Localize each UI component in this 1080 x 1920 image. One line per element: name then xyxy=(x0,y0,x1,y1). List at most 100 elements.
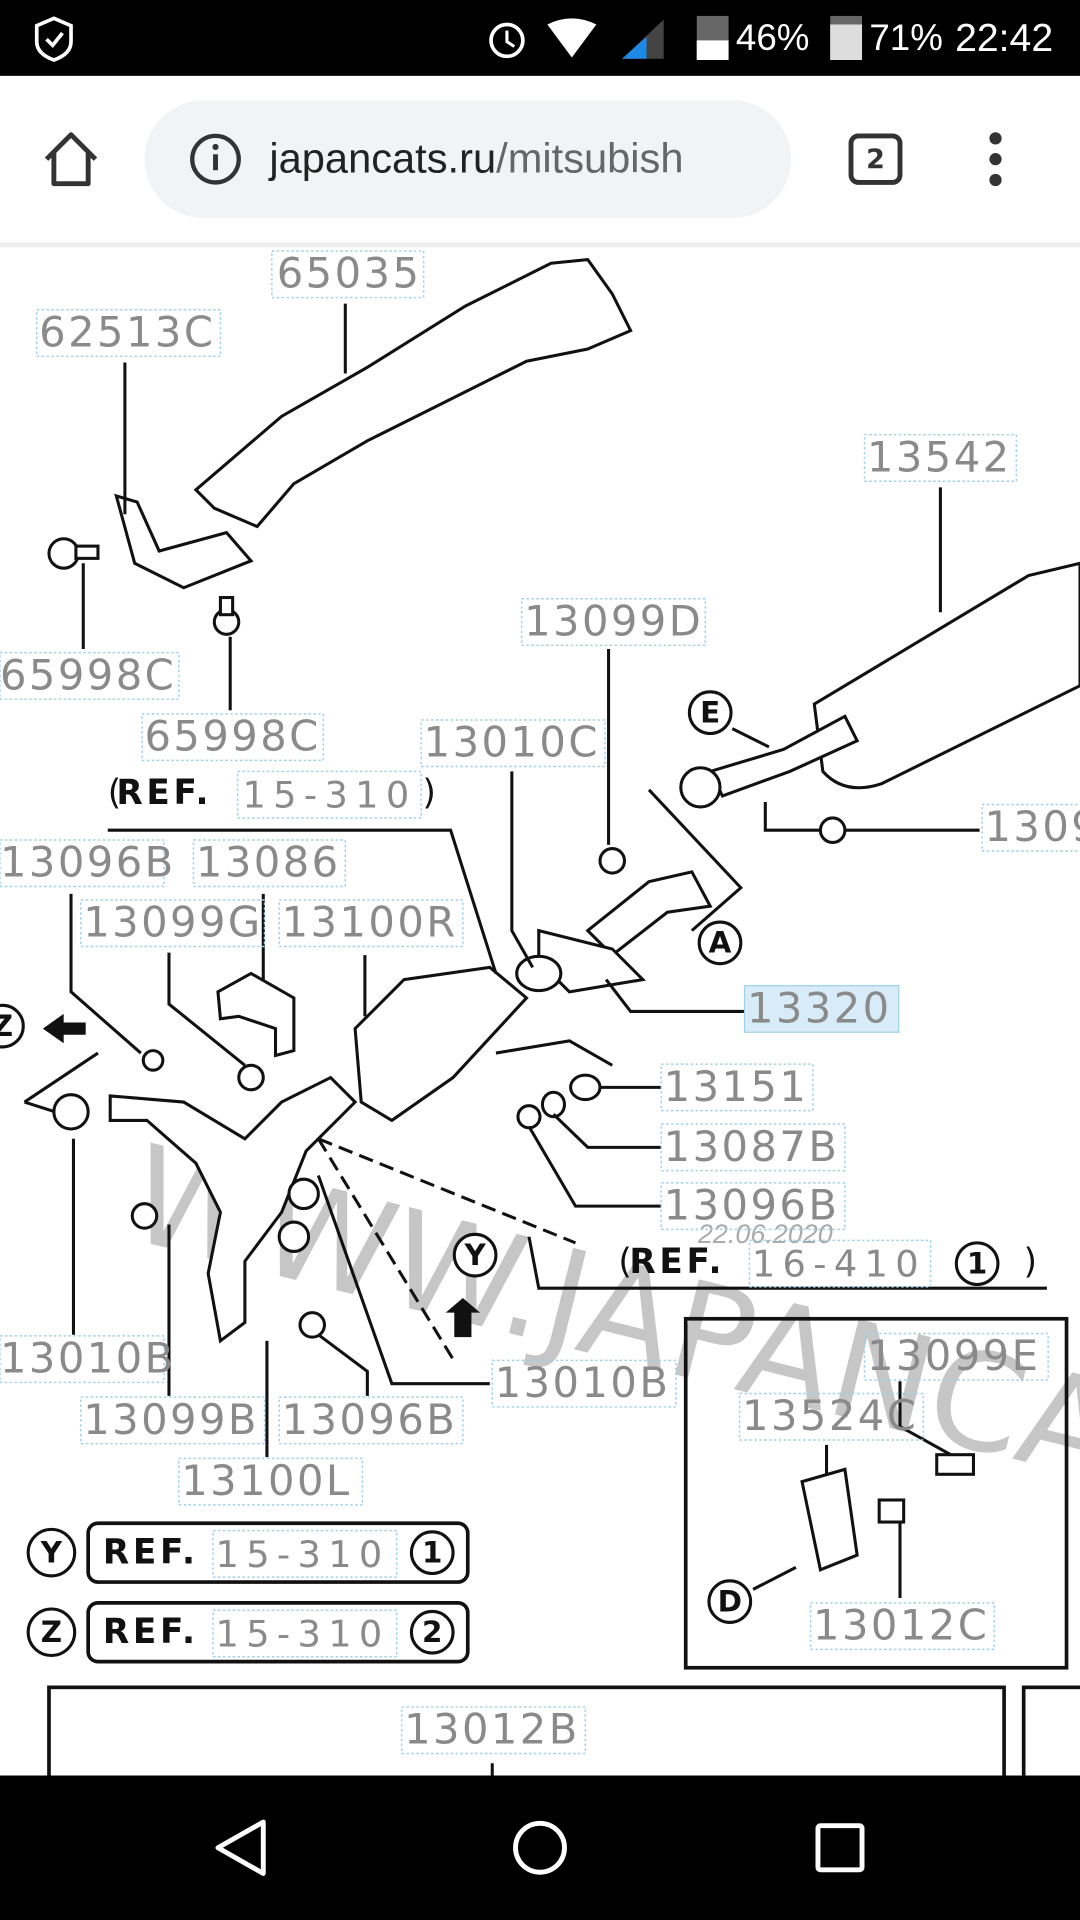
svg-text:REF.: REF. xyxy=(116,773,212,813)
svg-text:13010C: 13010C xyxy=(424,718,600,767)
svg-text:REF.: REF. xyxy=(629,1242,725,1282)
bolt-part xyxy=(47,537,100,570)
recents-button[interactable] xyxy=(815,1823,865,1873)
part-label-13096B[interactable]: 13096B xyxy=(278,1395,464,1445)
arrow-icon xyxy=(42,1013,86,1044)
svg-text:A: A xyxy=(709,926,732,960)
svg-text:REF.: REF. xyxy=(103,1532,199,1572)
svg-text:13524C: 13524C xyxy=(742,1391,918,1440)
part-label-62513C[interactable]: 62513C xyxy=(36,308,222,358)
wifi-icon xyxy=(547,18,597,58)
part-label-13099D[interactable]: 13099D xyxy=(520,596,707,647)
part-label-13012C[interactable]: 13012C xyxy=(809,1601,996,1651)
url-text[interactable]: japancats.ru/mitsubish xyxy=(267,135,683,182)
part-label-13099B[interactable]: 13099B xyxy=(80,1395,266,1445)
svg-text:13151: 13151 xyxy=(664,1062,809,1111)
part-label-65998C[interactable]: 65998C xyxy=(141,712,324,762)
svg-text:13099G: 13099G xyxy=(83,898,262,947)
ref-15-310[interactable]: REF. ( 15-310 ) xyxy=(108,770,440,819)
bolt-part xyxy=(130,1202,159,1230)
svg-text:65035: 65035 xyxy=(277,249,422,298)
part-label-13100R[interactable]: 13100R xyxy=(278,898,464,948)
ref-Y-15-310[interactable]: Y REF. 15-310 1 xyxy=(26,1521,470,1584)
svg-text:13086: 13086 xyxy=(196,838,341,887)
gasket-part xyxy=(287,1177,320,1211)
gasket-part xyxy=(52,1093,90,1131)
part-label-13012B[interactable]: 13012B xyxy=(400,1705,587,1755)
svg-text:65998C: 65998C xyxy=(0,650,176,699)
url-bar[interactable] xyxy=(144,100,792,218)
part-label-13100L[interactable]: 13100L xyxy=(178,1456,364,1506)
part-label-13096B[interactable]: 13096B xyxy=(660,1181,846,1231)
tailpipe-part xyxy=(708,714,860,798)
parts-diagram: WWW.JAPANCAT 22.06.2020 xyxy=(0,249,1080,1800)
front-pipe-part xyxy=(108,1075,358,1344)
svg-text:): ) xyxy=(422,773,439,813)
part-label-13010C[interactable]: 13010C xyxy=(420,718,606,768)
gasket-13010C-part xyxy=(515,954,563,993)
alarm-icon xyxy=(489,22,525,59)
more-options-icon[interactable] xyxy=(989,132,1002,187)
part-label-13086[interactable]: 13086 xyxy=(192,838,347,888)
svg-text:Y: Y xyxy=(463,1238,486,1272)
info-icon[interactable] xyxy=(190,133,241,185)
home-icon[interactable] xyxy=(44,132,98,187)
part-label-13087B[interactable]: 13087B xyxy=(660,1122,846,1172)
bolt-part xyxy=(818,816,847,844)
part-label-13524C[interactable]: 13524C xyxy=(738,1391,924,1441)
svg-text:13099E: 13099E xyxy=(867,1331,1040,1380)
part-label-13010B[interactable]: 13010B xyxy=(0,1334,176,1384)
arrow-icon xyxy=(445,1297,480,1338)
svg-text:13012C: 13012C xyxy=(813,1601,989,1650)
svg-text:13087B: 13087B xyxy=(664,1122,840,1171)
svg-text:E: E xyxy=(700,695,720,729)
part-label-13542[interactable]: 13542 xyxy=(863,432,1018,482)
svg-text:): ) xyxy=(1024,1242,1041,1282)
ref-Z-15-310[interactable]: Z REF. 15-310 2 xyxy=(26,1601,470,1664)
svg-text:13099B: 13099B xyxy=(83,1395,259,1444)
signal-icon xyxy=(622,19,664,59)
part-label-13010B[interactable]: 13010B xyxy=(491,1358,677,1408)
svg-text:65998C: 65998C xyxy=(144,712,320,761)
part-label-65998C[interactable]: 65998C xyxy=(0,650,180,700)
svg-text:Z: Z xyxy=(0,1009,13,1043)
battery-icon xyxy=(696,15,729,61)
svg-text:62513C: 62513C xyxy=(39,308,215,357)
heat-shield-part xyxy=(193,257,633,529)
tab-count: 2 xyxy=(866,144,885,175)
part-label-13099E[interactable]: 13099E xyxy=(863,1331,1049,1381)
status-bar: 46% 71% 22:42 xyxy=(0,0,1080,76)
part-label-1309[interactable]: 1309 xyxy=(981,802,1080,852)
bolt-part xyxy=(212,596,241,636)
svg-text:1309: 1309 xyxy=(984,802,1080,851)
back-button[interactable] xyxy=(215,1819,266,1876)
tab-switcher-button[interactable]: 2 xyxy=(848,133,903,185)
bolt-part xyxy=(237,1063,265,1092)
svg-text:13010B: 13010B xyxy=(495,1358,671,1407)
catalytic-converter-part xyxy=(353,965,529,1123)
marker-D: D xyxy=(707,1579,753,1624)
home-button[interactable] xyxy=(513,1820,567,1875)
marker-A: A xyxy=(697,920,743,966)
svg-text:15-310: 15-310 xyxy=(216,1533,390,1576)
spring-part xyxy=(516,1073,602,1130)
part-label-13151[interactable]: 13151 xyxy=(660,1062,814,1112)
ref-16-410[interactable]: ( REF. 16-410 1 ) xyxy=(618,1239,1041,1288)
svg-text:2: 2 xyxy=(422,1615,442,1649)
svg-text:(: ( xyxy=(618,1242,635,1282)
part-labels: 65035 62513C 13542 13099D 65998C 65998C … xyxy=(0,249,1080,1755)
svg-text:D: D xyxy=(718,1584,742,1618)
part-label-13099G[interactable]: 13099G xyxy=(80,898,266,948)
nut-part xyxy=(298,1311,327,1339)
part-label-65035[interactable]: 65035 xyxy=(271,249,425,299)
gasket-part xyxy=(277,1220,311,1253)
inset-box xyxy=(683,1316,1069,1670)
part-label-13320[interactable]: 13320 xyxy=(743,983,900,1033)
svg-text:13096B: 13096B xyxy=(282,1395,458,1444)
browser-toolbar: japancats.ru/mitsubish 2 xyxy=(0,75,1080,248)
svg-text:13100R: 13100R xyxy=(282,898,458,947)
part-label-13096B[interactable]: 13096B xyxy=(0,838,176,888)
url-path: /mitsubish xyxy=(496,135,683,182)
url-domain: japancats.ru xyxy=(267,135,496,182)
